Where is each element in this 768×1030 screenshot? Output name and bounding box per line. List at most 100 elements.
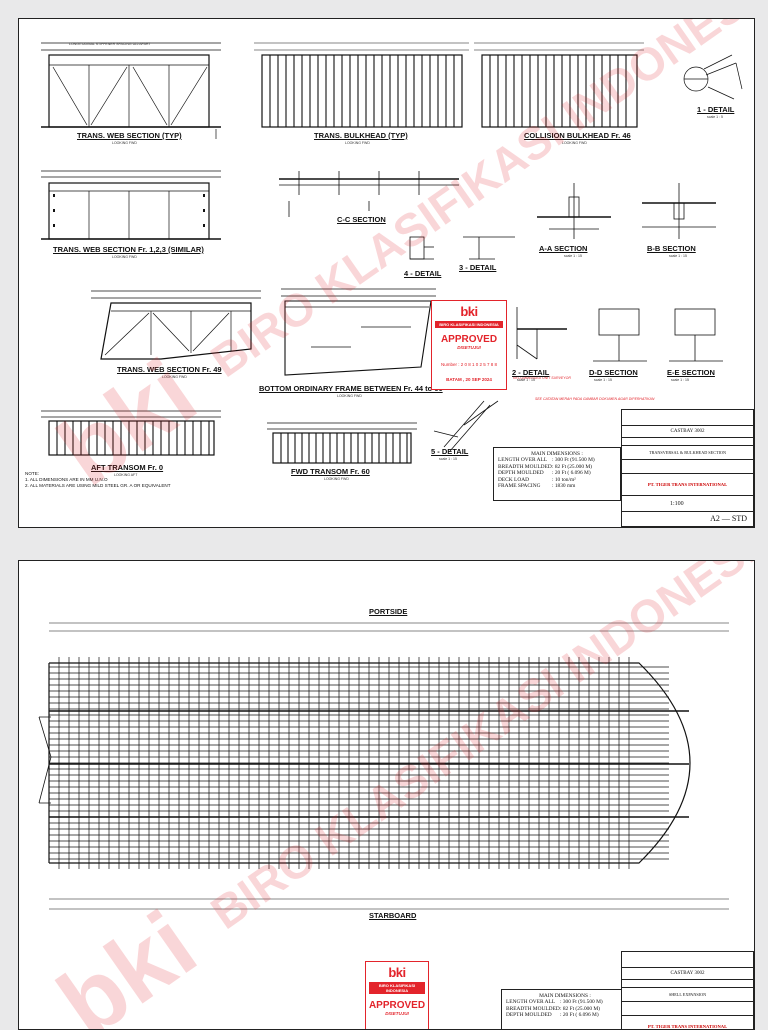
dim-value: : 1830 mm	[552, 483, 576, 490]
dim-label: DEPTH MOULDED	[498, 470, 544, 477]
shell-expansion-drawing	[38, 622, 729, 910]
section-title: 3 - DETAIL	[459, 263, 497, 272]
dim-value: : 82 Ft (25.000 M)	[560, 1005, 600, 1012]
tb-company: PT. TIGER TRANS INTERNATIONAL	[647, 1024, 728, 1029]
bki-logo: bki	[460, 304, 478, 319]
section-title: TRANS. WEB SECTION Fr. 49	[117, 365, 222, 374]
dim-label: BREADTH MOULDED	[506, 1005, 560, 1012]
stamp-approved: APPROVED	[368, 1000, 426, 1011]
main-dimensions-box: MAIN DIMENSIONS : LENGTH OVER ALL : 300 F…	[493, 447, 621, 501]
trans-bulkhead-drawing	[254, 42, 469, 128]
note-item: 1. ALL DIMENSIONS ARE IN MM U.N.O	[25, 477, 108, 482]
title-block: CASTBAY 3002 TRANSVERSAL & BULKHEAD SECT…	[621, 409, 754, 527]
dim-value: : 300 Ft (91.500 M)	[552, 457, 595, 464]
dim-value: : 10 ton/m²	[552, 476, 576, 483]
bottom-frame-drawing	[281, 288, 436, 376]
section-title: A-A SECTION	[539, 244, 588, 253]
dim-label: DEPTH MOULDED	[506, 1012, 552, 1019]
tb-size: A2 — STD	[710, 514, 747, 523]
bb-section-drawing	[642, 183, 716, 239]
section-title: TRANS. WEB SECTION (TYP)	[77, 131, 182, 140]
section-subtitle: LOOKING FWD	[112, 255, 137, 259]
detail-2-drawing	[516, 307, 567, 360]
section-subtitle: LOOKING FWD	[562, 141, 587, 145]
dim-label: DECK LOAD	[498, 476, 529, 483]
tb-drawing-title: TRANSVERSAL & BULKHEAD SECTION	[622, 446, 753, 460]
section-title: D-D SECTION	[589, 368, 638, 377]
section-subtitle: scale 1 : 15	[669, 254, 687, 258]
section-subtitle: LOOKING AFT	[114, 473, 138, 477]
section-subtitle: scale 1 : 15	[564, 254, 582, 258]
section-title: TRANS. WEB SECTION Fr. 1,2,3 (SIMILAR)	[53, 245, 204, 254]
trans-web-section-drawing	[41, 42, 221, 139]
stiffener-note: LONGITUDINAL STIFFENER SPACING 625 APART	[69, 42, 151, 46]
section-title: 2 - DETAIL	[512, 368, 550, 377]
section-subtitle: LOOKING FWD	[337, 394, 362, 398]
aft-transom-drawing	[41, 410, 221, 456]
section-subtitle: scale 1 : 15	[517, 378, 535, 382]
section-subtitle: scale 1 : 15	[439, 457, 457, 461]
section-title: COLLISION BULKHEAD Fr. 46	[524, 131, 631, 140]
section-title: C-C SECTION	[337, 215, 386, 224]
stamp-disetujui: DISETUJUI	[385, 1011, 409, 1016]
dim-label: BREADTH MOULDED	[498, 463, 552, 470]
dim-label: LENGTH OVER ALL	[498, 457, 548, 464]
stamp-org: BIRO KLASIFIKASI INDONESIA	[435, 321, 503, 328]
stamp-number: Number : 2 0 8 1 0 2 5 7 8 8	[440, 362, 498, 367]
dim-label: FRAME SPACING	[498, 483, 541, 490]
section-subtitle: scale 1 : 5	[707, 115, 723, 119]
tb-scale: 1:100	[622, 496, 753, 512]
trans-web-fr49-drawing	[91, 290, 261, 360]
section-title: 4 - DETAIL	[404, 269, 442, 278]
aa-section-drawing	[537, 183, 611, 239]
dim-value: : 300 Ft (91.500 M)	[560, 999, 603, 1006]
collision-bulkhead-drawing	[474, 42, 644, 128]
tb-drawing-title: SHELL EXPANSION	[622, 988, 753, 1002]
ee-section-drawing	[669, 308, 723, 362]
section-title: TRANS. BULKHEAD (TYP)	[314, 131, 408, 140]
tb-project: CASTBAY 3002	[622, 968, 753, 980]
stamp-disetujui: DISETUJUI	[457, 345, 481, 350]
section-title: 1 - DETAIL	[697, 105, 735, 114]
dim-value: : 20 Ft ( 6.096 M)	[552, 470, 591, 477]
detail-5-drawing	[433, 400, 499, 452]
dim-value: : 20 Ft ( 6.096 M)	[560, 1012, 599, 1019]
dims-title: MAIN DIMENSIONS :	[539, 993, 591, 999]
trans-web-fr123-drawing	[41, 170, 221, 240]
stamp-approved: APPROVED	[440, 334, 498, 345]
section-title: FWD TRANSOM Fr. 60	[291, 467, 370, 476]
dims-title: MAIN DIMENSIONS :	[531, 451, 583, 457]
general-notes: NOTE: 1. ALL DIMENSIONS ARE IN MM U.N.O …	[25, 471, 171, 489]
main-dimensions-box: MAIN DIMENSIONS : LENGTH OVER ALL : 300 F…	[501, 989, 629, 1029]
drawing-sheet-transversal: LONGITUDINAL STIFFENER SPACING 625 APART…	[18, 18, 755, 528]
section-subtitle: scale 1 : 15	[594, 378, 612, 382]
fwd-transom-drawing	[267, 422, 417, 464]
section-subtitle: LOOKING FWD	[324, 477, 349, 481]
section-subtitle: LOOKING FWD	[112, 141, 137, 145]
dim-label: LENGTH OVER ALL	[506, 999, 556, 1006]
portside-label: PORTSIDE	[369, 607, 408, 616]
bki-logo: bki	[388, 965, 406, 980]
cc-section-drawing	[279, 171, 459, 217]
section-title: BOTTOM ORDINARY FRAME BETWEEN Fr. 44 to …	[259, 384, 443, 393]
section-title: E-E SECTION	[667, 368, 715, 377]
red-note: RECOMMENDED UNIT SURVEYOR	[513, 376, 571, 380]
tb-company: PT. TIGER TRANS INTERNATIONAL	[622, 474, 753, 496]
section-title: AFT TRANSOM Fr. 0	[91, 463, 164, 472]
title-block: CASTBAY 3002 SHELL EXPANSION PT. TIGER T…	[621, 951, 754, 1029]
section-title: 5 - DETAIL	[431, 447, 469, 456]
section-subtitle: scale 1 : 15	[671, 378, 689, 382]
detail-4-drawing	[409, 236, 434, 260]
starboard-label: STARBOARD	[369, 911, 417, 920]
note-item: 2. ALL MATERIALS ARE USING MILD STEEL GR…	[25, 483, 171, 488]
dim-value: : 82 Ft (25.000 M)	[552, 463, 592, 470]
approval-stamp: bki BIRO KLASIFIKASI INDONESIA APPROVED …	[365, 961, 429, 1029]
drawing-sheet-shell-expansion: PORTSIDE STARBOARD bki BIRO KLASIFIKASI …	[18, 560, 755, 1030]
stamp-date: BATAM , 20 SEP 2024	[446, 377, 492, 382]
detail-3-drawing	[463, 236, 515, 260]
tb-project: CASTBAY 3002	[622, 426, 753, 438]
approval-stamp: bki BIRO KLASIFIKASI INDONESIA APPROVED …	[431, 300, 507, 390]
section-subtitle: LOOKING FWD	[345, 141, 370, 145]
dd-section-drawing	[593, 308, 647, 362]
detail-1-drawing	[683, 54, 743, 100]
